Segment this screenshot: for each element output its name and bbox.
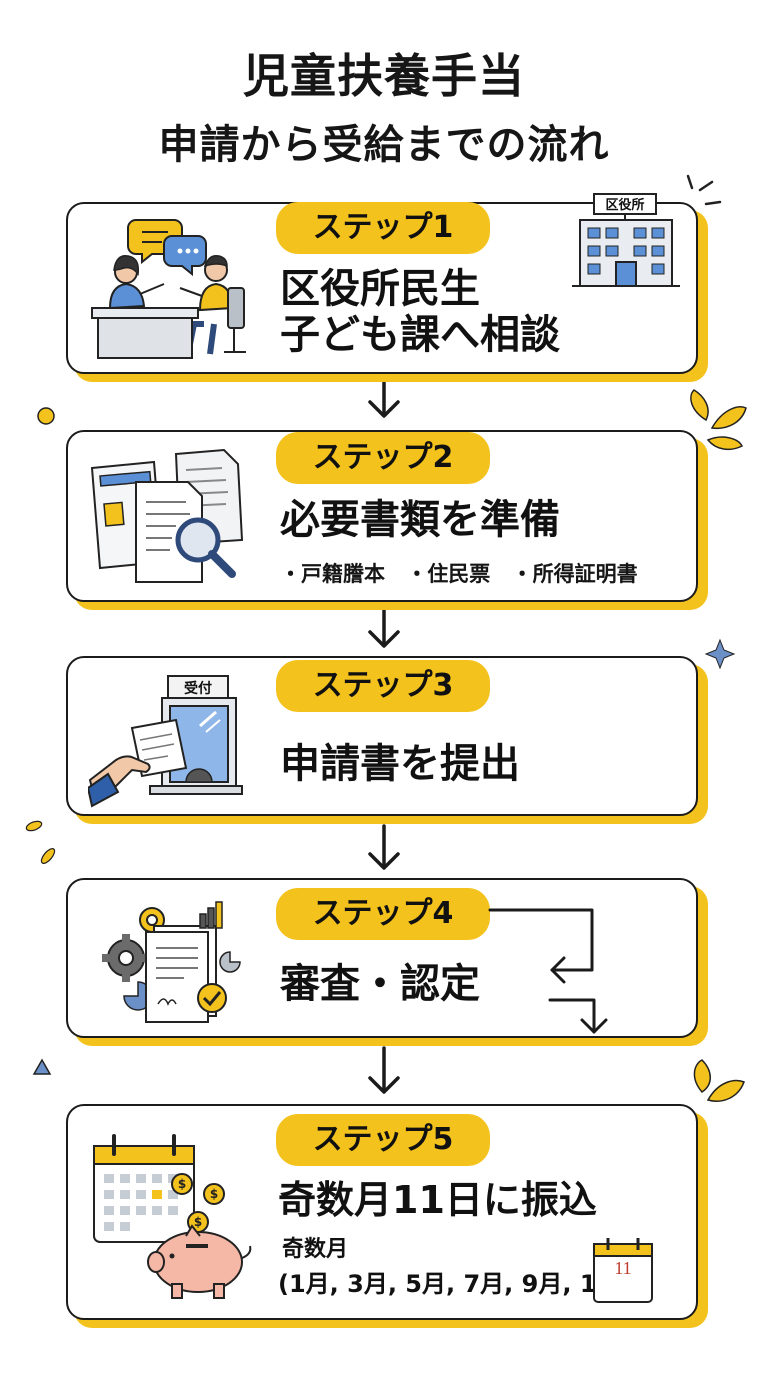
- step-1-title-line2: 子ども課へ相談: [280, 312, 560, 358]
- arrow-down-icon: [368, 376, 400, 418]
- arrow-down-icon: [368, 604, 400, 648]
- arrow-down-icon: [368, 824, 400, 870]
- process-arrows-icon: [488, 908, 608, 1034]
- check-icon: [197, 983, 227, 1013]
- document-item: ・戸籍謄本: [280, 562, 385, 586]
- bar-chart-icon: [199, 901, 223, 929]
- people-consulting-icon: [91, 219, 246, 359]
- svg-text:$: $: [210, 1187, 218, 1201]
- step-3-badge: ステップ3: [276, 660, 490, 712]
- review-illustration: [102, 901, 241, 1023]
- step-1-title: 区役所民生 子ども課へ相談: [280, 266, 560, 358]
- step-2-title: 必要書類を準備: [280, 497, 560, 543]
- step-1-badge: ステップ1: [276, 202, 490, 254]
- page-title: 児童扶養手当: [243, 49, 525, 103]
- page-subtitle: 申請から受給までの流れ: [158, 122, 610, 168]
- hand-document-icon: [88, 718, 188, 808]
- svg-text:$: $: [178, 1177, 186, 1191]
- leaf-icon: [690, 389, 747, 451]
- sparkle-icon: [704, 638, 736, 670]
- document-list: ・戸籍謄本 ・住民票 ・所得証明書: [280, 558, 652, 588]
- step-4-badge: ステップ4: [276, 888, 490, 940]
- leaf-icon: [25, 820, 56, 864]
- calendar-day-text: 11: [614, 1258, 631, 1278]
- step-5-title: 奇数月11日に振込: [278, 1178, 597, 1222]
- payment-illustration: $ $ $: [93, 1134, 252, 1299]
- piggy-bank-icon: [147, 1224, 252, 1299]
- calendar-icon: 11: [593, 1238, 653, 1303]
- counter-sign-text: 受付: [184, 680, 212, 697]
- coin-icon: [171, 1173, 225, 1233]
- reception-counter-icon: 受付: [88, 675, 243, 808]
- burst-icon: [686, 174, 722, 206]
- month-list: (1月, 3月, 5月, 7月, 9月, 11月): [278, 1270, 649, 1298]
- triangle-icon: [32, 1058, 52, 1075]
- leaf-icon: [693, 1059, 745, 1102]
- gear-icon: [102, 934, 150, 982]
- documents-icon: [90, 448, 244, 583]
- dot-icon: [37, 407, 55, 425]
- building-icon: 区役所: [572, 193, 680, 287]
- step-1-title-line1: 区役所民生: [280, 266, 480, 312]
- document-item: ・住民票: [406, 562, 491, 586]
- step-2-badge: ステップ2: [276, 432, 490, 484]
- document-item: ・所得証明書: [511, 562, 638, 586]
- building-sign-text: 区役所: [605, 197, 644, 213]
- svg-text:$: $: [194, 1215, 202, 1229]
- odd-month-label: 奇数月: [282, 1237, 349, 1262]
- step-5-badge: ステップ5: [276, 1114, 490, 1166]
- magnifier-icon: [175, 517, 236, 578]
- arrow-down-icon: [368, 1046, 400, 1094]
- step-4-title: 審査・認定: [280, 961, 480, 1007]
- step-3-title: 申請書を提出: [280, 741, 520, 787]
